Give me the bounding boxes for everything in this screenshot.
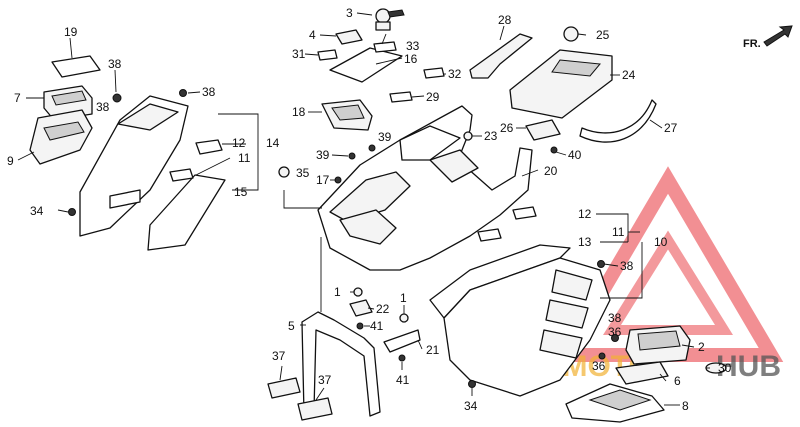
callout-31: 31 bbox=[292, 47, 306, 61]
callout-21: 21 bbox=[426, 343, 440, 357]
callout-4: 4 bbox=[309, 28, 316, 42]
callout-13: 13 bbox=[578, 235, 592, 249]
part-37-mounts bbox=[267, 377, 333, 421]
callout-41-upper: 41 bbox=[370, 319, 384, 333]
part-38-screw-left bbox=[112, 89, 187, 103]
callout-2: 2 bbox=[698, 340, 705, 354]
callout-40: 40 bbox=[568, 148, 582, 162]
callout-labels: 19 7 9 34 38 38 38 12 14 11 15 3 4 31 33… bbox=[7, 6, 732, 413]
part-32-pad bbox=[423, 67, 445, 79]
callout-17: 17 bbox=[316, 173, 330, 187]
front-direction-indicator: FR. bbox=[743, 25, 793, 50]
callout-38-mid-left: 38 bbox=[96, 100, 110, 114]
front-arrow-icon bbox=[763, 25, 793, 47]
part-23-clip bbox=[463, 131, 473, 141]
callout-26: 26 bbox=[500, 121, 514, 135]
part-6-holder bbox=[615, 361, 669, 385]
callout-16: 16 bbox=[404, 52, 418, 66]
part-28-bracket bbox=[469, 33, 533, 79]
callout-18: 18 bbox=[292, 105, 306, 119]
callout-27: 27 bbox=[664, 121, 678, 135]
callout-38-upper: 38 bbox=[202, 85, 216, 99]
callout-14: 14 bbox=[266, 136, 280, 150]
callout-30: 30 bbox=[718, 361, 732, 375]
part-4-bracket bbox=[335, 29, 363, 45]
callout-39-lower: 39 bbox=[316, 148, 330, 162]
part-34-screw-left bbox=[68, 208, 76, 216]
callout-35: 35 bbox=[296, 166, 310, 180]
callout-41-lower: 41 bbox=[396, 373, 410, 387]
callout-15: 15 bbox=[234, 185, 248, 199]
front-label: FR. bbox=[743, 38, 761, 50]
callout-11-right: 11 bbox=[612, 225, 625, 239]
callout-28: 28 bbox=[498, 13, 512, 27]
callout-38-right-lower: 38 bbox=[608, 311, 622, 325]
part-41-clips bbox=[356, 322, 406, 362]
part-19-lid bbox=[51, 55, 101, 78]
part-20-center-console bbox=[317, 105, 533, 271]
part-9-holder bbox=[29, 109, 93, 165]
callout-1-left: 1 bbox=[334, 285, 341, 299]
part-right-side-panel bbox=[429, 244, 611, 397]
callout-36-upper: 36 bbox=[608, 325, 622, 339]
part-16-lid bbox=[329, 47, 403, 83]
callout-19: 19 bbox=[64, 25, 78, 39]
part-24-armrest bbox=[509, 49, 613, 119]
callout-34-right: 34 bbox=[464, 399, 478, 413]
part-29-pad bbox=[389, 91, 413, 103]
part-40-clip bbox=[550, 146, 558, 154]
callout-1-right: 1 bbox=[400, 291, 407, 305]
callout-37-right: 37 bbox=[318, 373, 332, 387]
part-34-screw-right bbox=[468, 380, 476, 388]
part-11-cap bbox=[169, 168, 194, 182]
part-21-bracket bbox=[383, 329, 421, 353]
callout-12-right: 12 bbox=[578, 207, 592, 221]
callout-22: 22 bbox=[376, 302, 390, 316]
callout-7: 7 bbox=[14, 91, 21, 105]
part-18-bracket bbox=[321, 99, 373, 131]
part-12-cap bbox=[195, 139, 223, 155]
callout-37-left: 37 bbox=[272, 349, 286, 363]
callout-3: 3 bbox=[346, 6, 353, 20]
part-15-panel bbox=[147, 174, 226, 251]
callout-10: 10 bbox=[654, 235, 668, 249]
part-31-pad bbox=[317, 49, 338, 61]
part-35-grommet bbox=[278, 166, 290, 178]
part-left-side-panel bbox=[79, 95, 189, 237]
callout-38-top-left: 38 bbox=[108, 57, 122, 71]
callout-29: 29 bbox=[426, 90, 440, 104]
callout-38-right: 38 bbox=[620, 259, 634, 273]
part-25-cap bbox=[563, 26, 579, 42]
callout-20: 20 bbox=[544, 164, 558, 178]
callout-34-left: 34 bbox=[30, 204, 44, 218]
callout-23: 23 bbox=[484, 129, 498, 143]
part-27-strap bbox=[579, 99, 657, 143]
callout-36-lower: 36 bbox=[592, 359, 606, 373]
watermark-text-hub: HUB bbox=[716, 350, 781, 383]
callout-5: 5 bbox=[288, 319, 295, 333]
part-36-screw-right bbox=[598, 352, 606, 360]
callout-11-left: 11 bbox=[238, 151, 251, 165]
part-8-tray bbox=[565, 383, 665, 423]
callout-25: 25 bbox=[596, 28, 610, 42]
part-39-clips bbox=[348, 144, 376, 160]
part-26-block bbox=[525, 119, 561, 141]
part-3-key-cylinder bbox=[375, 8, 405, 31]
callout-33: 33 bbox=[406, 39, 420, 53]
callout-32: 32 bbox=[448, 67, 462, 81]
callout-8: 8 bbox=[682, 399, 689, 413]
callout-39-upper: 39 bbox=[378, 130, 392, 144]
callout-9: 9 bbox=[7, 154, 14, 168]
part-22-bracket bbox=[349, 299, 373, 317]
callout-12-left: 12 bbox=[232, 136, 246, 150]
part-2-switch bbox=[625, 325, 691, 365]
part-33-pad bbox=[373, 41, 397, 53]
leader-lines bbox=[17, 12, 710, 406]
callout-24: 24 bbox=[622, 68, 636, 82]
callout-6: 6 bbox=[674, 374, 681, 388]
part-right-caps bbox=[477, 206, 537, 242]
